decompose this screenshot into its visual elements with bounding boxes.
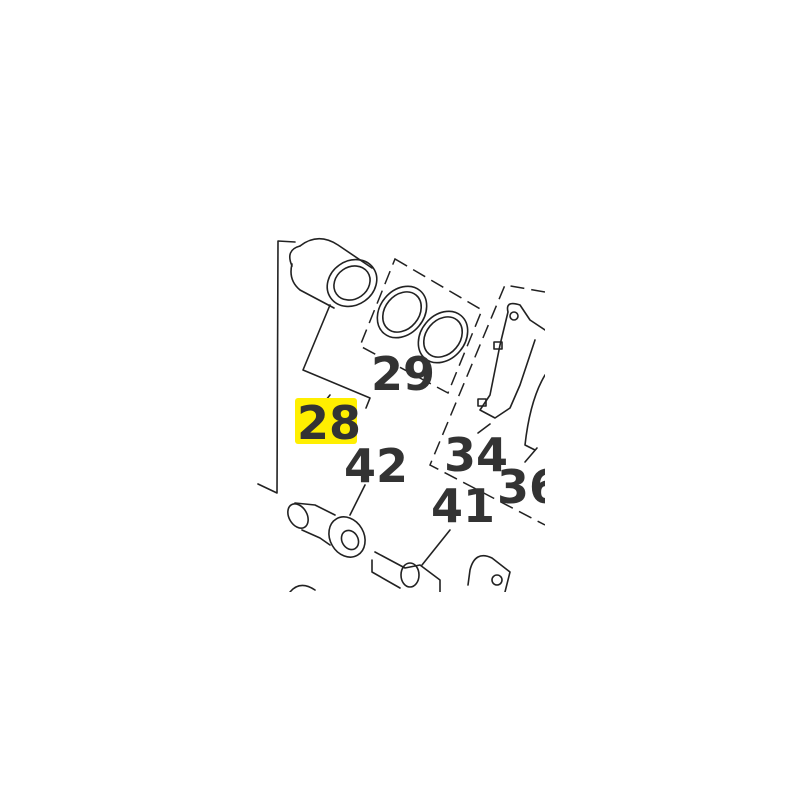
pad-spring [477,302,545,419]
bolt [371,551,441,592]
callout-29[interactable]: 29 [371,347,435,401]
assembly-bracket [257,240,296,494]
bracket-part [467,554,511,592]
highlight-28 [295,398,357,444]
callout-36[interactable]: 36 [497,460,561,514]
pad-kit-outline [429,284,545,526]
brake-pad [524,374,545,451]
callout-28[interactable]: 28 [297,396,361,450]
seal-rings [376,285,469,364]
leader-28 [302,304,371,409]
callout-42[interactable]: 42 [344,439,408,493]
piston-part [289,237,378,309]
callout-41[interactable]: 41 [431,479,495,533]
seal-kit-outline [359,257,483,395]
callout-34[interactable]: 34 [444,428,508,482]
guide-pin [287,502,366,558]
lower-part [289,584,316,592]
